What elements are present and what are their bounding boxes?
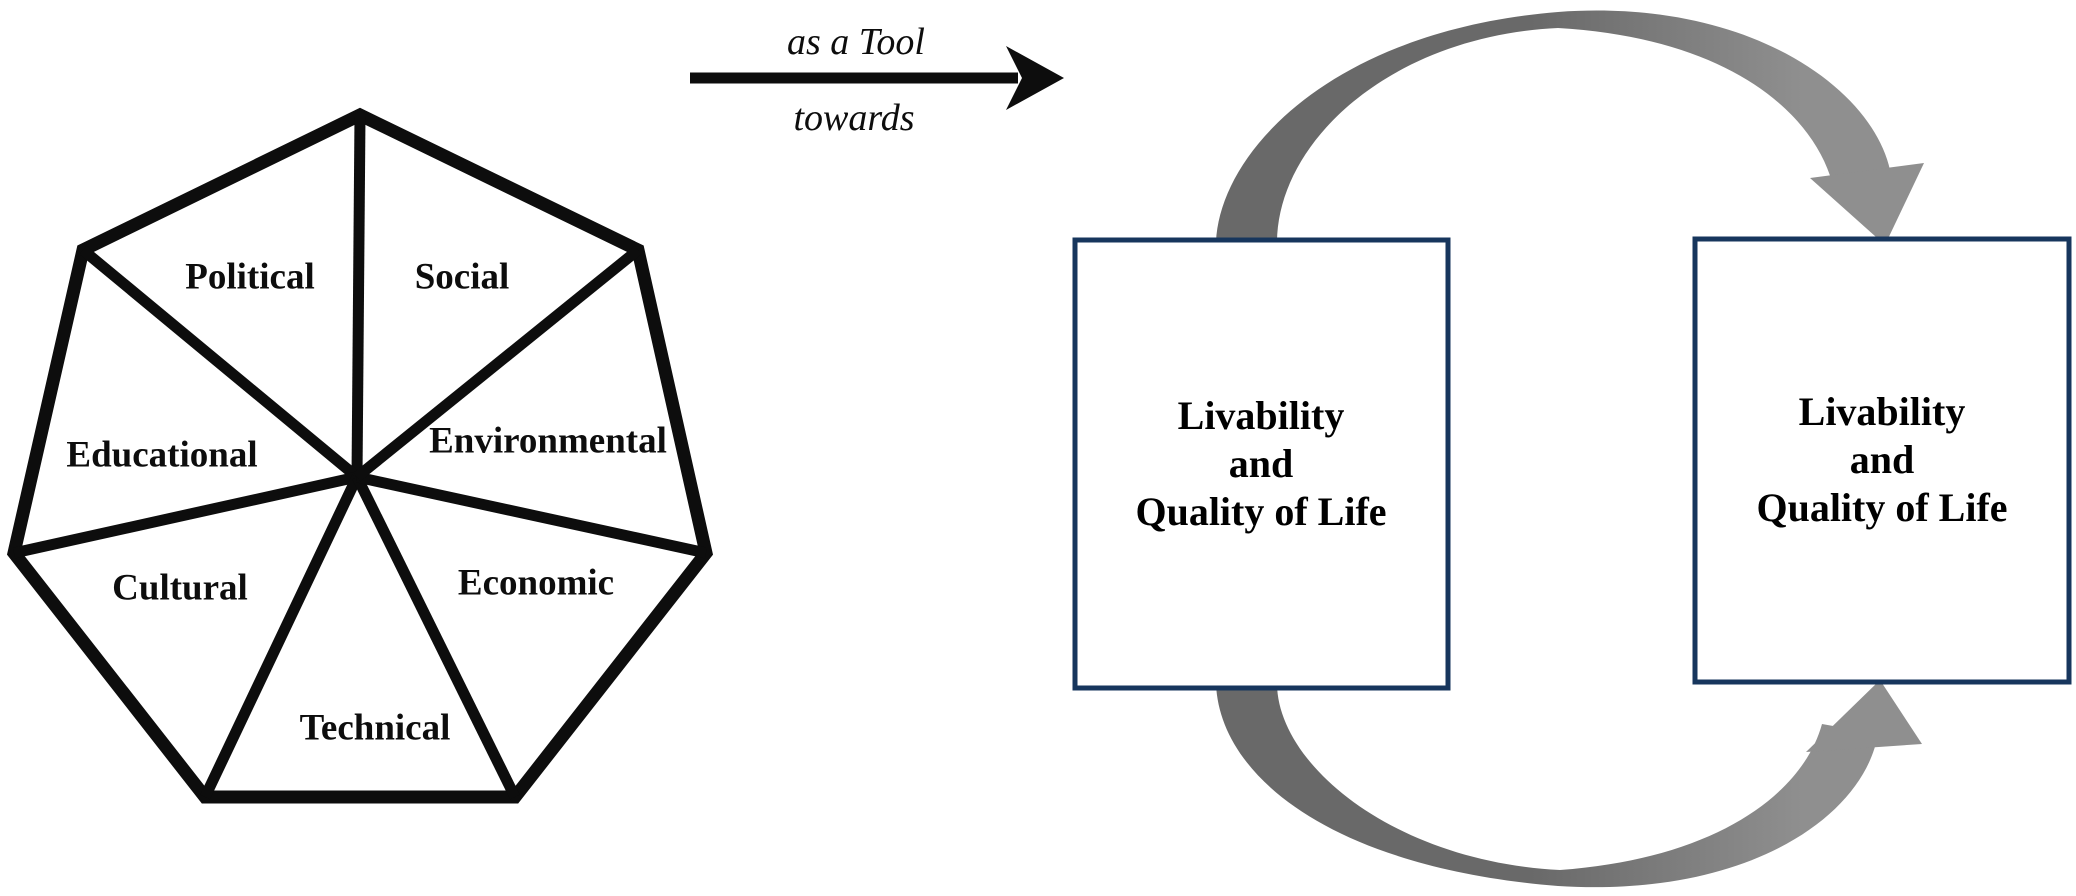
top-cycle-arrow-icon (1216, 10, 1924, 245)
heptagon-label-social: Social (414, 256, 510, 298)
left-box-line-2: and (1228, 441, 1294, 486)
heptagon-label-educational: Educational (66, 434, 258, 476)
bottom-cycle-arrow-icon (1216, 680, 1922, 888)
heptagon-label-environmental: Environmental (429, 420, 667, 462)
right-box-line-3: Quality of Life (1756, 485, 2008, 530)
heptagon-label-political: Political (185, 256, 315, 298)
heptagon-label-cultural: Cultural (112, 567, 248, 609)
heptagon-label-economic: Economic (457, 562, 615, 604)
right-livability-box (1692, 236, 2072, 685)
right-livability-box-text: Livability and Quality of Life (1756, 388, 2007, 532)
heptagon-spoke (200, 474, 362, 800)
left-livability-box (1072, 237, 1451, 691)
flow-arrow-bottom-label: towards (793, 97, 915, 139)
heptagon-spoke (355, 471, 708, 559)
right-box-line-2: and (1849, 437, 1915, 482)
left-box-line-3: Quality of Life (1135, 489, 1387, 534)
as-a-tool-arrow-icon (690, 46, 1064, 110)
right-box-line-1: Livability (1798, 389, 1966, 434)
heptagon-spokes (12, 114, 708, 800)
top-cycle-arrow-band (1216, 10, 1890, 242)
bottom-cycle-arrow-band (1216, 684, 1878, 888)
heptagon-label-technical: Technical (299, 707, 451, 749)
heptagon-spoke (79, 245, 361, 482)
flow-arrow-top-label: as a Tool (787, 21, 925, 63)
heptagon-spoke (12, 471, 359, 559)
heptagon-spoke (352, 474, 520, 800)
left-livability-box-text: Livability and Quality of Life (1135, 392, 1386, 536)
bottom-cycle-arrow-head (1806, 680, 1922, 752)
as-a-tool-arrow-head (1006, 46, 1064, 110)
heptagon-spoke (353, 245, 642, 482)
left-box-line-1: Livability (1177, 393, 1345, 438)
top-cycle-arrow-head (1810, 163, 1924, 245)
heptagon-spoke (351, 114, 366, 478)
